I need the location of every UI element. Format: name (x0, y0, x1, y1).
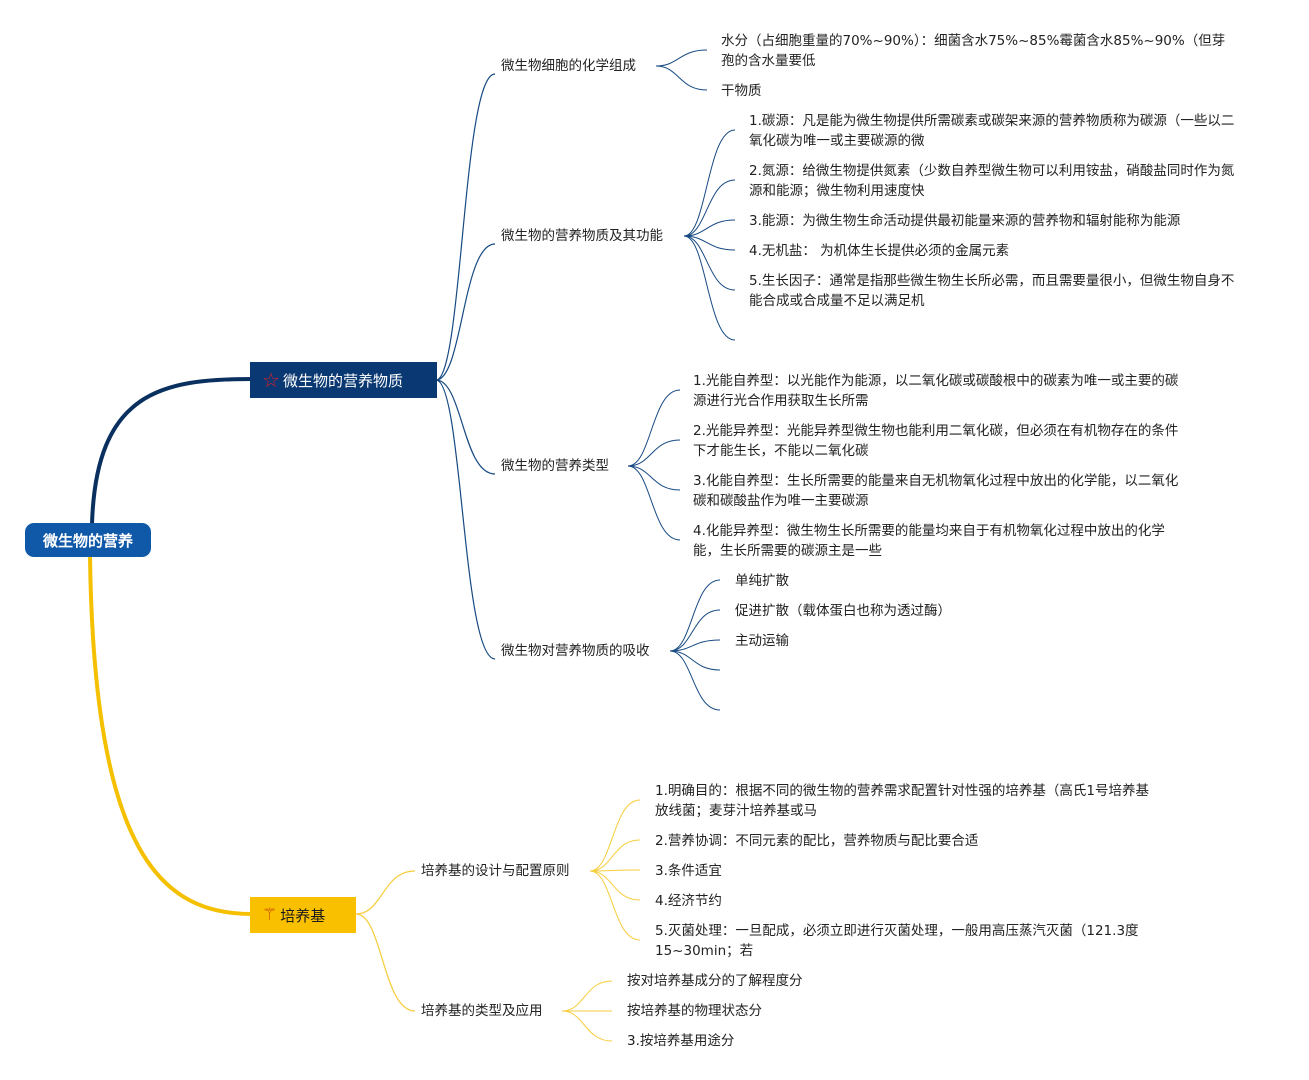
magic-wand-icon: ⚚ (262, 905, 278, 925)
leaf-nutrient-balance[interactable]: 2.营养协调：不同元素的配比，营养物质与配比要合适 (655, 833, 979, 849)
leaf-by-physical-state[interactable]: 按培养基的物理状态分 (627, 1003, 762, 1019)
branch-nutrients-label: 微生物的营养物质 (282, 371, 403, 390)
branch-culture-medium[interactable]: ⚚培养基 (250, 897, 356, 933)
subtopic-nutrient-absorption[interactable]: 微生物对营养物质的吸收 (501, 643, 650, 659)
connector-subtopic-leaf (561, 1010, 613, 1042)
connector-subtopic-leaf (589, 870, 641, 901)
connector-branch1-subtopic (435, 73, 496, 381)
subtopic-nutrition-types[interactable]: 微生物的营养类型 (501, 458, 609, 474)
leaf-active-transport[interactable]: 主动运输 (735, 633, 789, 649)
subtopic-nutrients-functions[interactable]: 微生物的营养物质及其功能 (501, 228, 663, 244)
connector-subtopic-leaf (561, 980, 613, 1012)
leaf-photoheterotroph[interactable]: 2.光能异养型：光能异养型微生物也能利用二氧化碳，但必须在有机物存在的条件下才能… (693, 423, 1179, 459)
connector-root-branch1 (90, 377, 254, 526)
connector-subtopic-leaf (683, 235, 736, 251)
subtopic-medium-types[interactable]: 培养基的类型及应用 (421, 1003, 543, 1019)
connector-subtopic-leaf (683, 235, 736, 291)
connector-subtopic-leaf (683, 235, 736, 341)
connector-subtopic-leaf (669, 609, 721, 652)
leaf-by-usage[interactable]: 3.按培养基用途分 (627, 1033, 735, 1049)
leaf-dry-matter[interactable]: 干物质 (721, 83, 762, 99)
connector-subtopic-leaf (655, 65, 708, 91)
leaf-photoautotroph[interactable]: 1.光能自养型：以光能作为能源，以二氧化碳或碳酸根中的碳素为唯一或主要的碳源进行… (693, 373, 1179, 409)
leaf-carbon-source[interactable]: 1.碳源：凡是能为微生物提供所需碳素或碳架来源的营养物质称为碳源（一些以二氧化碳… (749, 113, 1235, 149)
connector-root-branch2 (88, 554, 254, 916)
branch-culture-medium-label: 培养基 (280, 906, 326, 925)
connector-subtopic-leaf (589, 799, 641, 872)
connector-subtopic-leaf (589, 870, 641, 941)
leaf-facilitated-diffusion[interactable]: 促进扩散（载体蛋白也称为透过酶） (735, 603, 951, 619)
connector-subtopic-leaf (627, 439, 681, 467)
connector-branch1-subtopic (435, 379, 496, 475)
connector-subtopic-leaf (669, 650, 721, 671)
subtopic-chemical-composition[interactable]: 微生物细胞的化学组成 (501, 58, 636, 74)
connector-subtopic-leaf (683, 129, 736, 237)
leaf-nitrogen-source[interactable]: 2.氮源：给微生物提供氮素（少数自养型微生物可以利用铵盐，硝酸盐同时作为氮源和能… (749, 163, 1235, 199)
connector-subtopic-leaf (627, 465, 681, 541)
leaf-inorganic-salts[interactable]: 4.无机盐： 为机体生长提供必须的金属元素 (749, 243, 1010, 259)
leaf-suitable-conditions[interactable]: 3.条件适宜 (655, 863, 722, 879)
connector-branch1-subtopic (435, 243, 496, 381)
root-node[interactable]: 微生物的营养 (25, 523, 151, 557)
connector-subtopic-leaf (669, 639, 721, 652)
leaf-clear-purpose[interactable]: 1.明确目的：根据不同的微生物的营养需求配置针对性强的培养基（高氏1号培养基放线… (655, 783, 1149, 819)
connector-subtopic-leaf (683, 179, 736, 237)
leaf-growth-factor[interactable]: 5.生长因子：通常是指那些微生物生长所必需，而且需要量很小，但微生物自身不能合成… (749, 273, 1235, 309)
connector-branch1-subtopic (435, 379, 496, 660)
leaf-economy[interactable]: 4.经济节约 (655, 893, 722, 909)
leaf-water[interactable]: 水分（占细胞重量的70%~90%）：细菌含水75%~85%霉菌含水85%~90%… (721, 33, 1226, 69)
connector-branch2-subtopic (355, 870, 416, 915)
connector-subtopic-leaf (669, 650, 721, 711)
connector-subtopic-leaf (627, 465, 681, 491)
branch-nutrients[interactable]: ☆微生物的营养物质 (250, 362, 437, 398)
leaf-by-composition[interactable]: 按对培养基成分的了解程度分 (627, 973, 803, 989)
connector-subtopic-leaf (669, 579, 721, 652)
leaf-chemoautotroph[interactable]: 3.化能自养型：生长所需要的能量来自无机物氧化过程中放出的化学能，以二氧化碳和碳… (693, 473, 1179, 509)
leaf-sterilization[interactable]: 5.灭菌处理：一旦配成，必须立即进行灭菌处理，一般用高压蒸汽灭菌（121.3度1… (655, 923, 1139, 959)
connector-branch2-subtopic (355, 913, 416, 1012)
connector-subtopic-leaf (683, 219, 736, 237)
leaf-chemoheterotroph[interactable]: 4.化能异养型：微生物生长所需要的能量均来自于有机物氧化过程中放出的化学能，生长… (693, 523, 1165, 559)
connector-subtopic-leaf (589, 839, 641, 872)
connector-subtopic-leaf (589, 869, 641, 872)
leaf-simple-diffusion[interactable]: 单纯扩散 (735, 573, 789, 589)
connector-subtopic-leaf (655, 49, 708, 67)
leaf-energy-source[interactable]: 3.能源：为微生物生命活动提供最初能量来源的营养物和辐射能称为能源 (749, 213, 1181, 229)
connector-subtopic-leaf (627, 389, 681, 467)
subtopic-medium-design-principles[interactable]: 培养基的设计与配置原则 (421, 863, 570, 879)
star-outline-icon: ☆ (262, 368, 280, 392)
